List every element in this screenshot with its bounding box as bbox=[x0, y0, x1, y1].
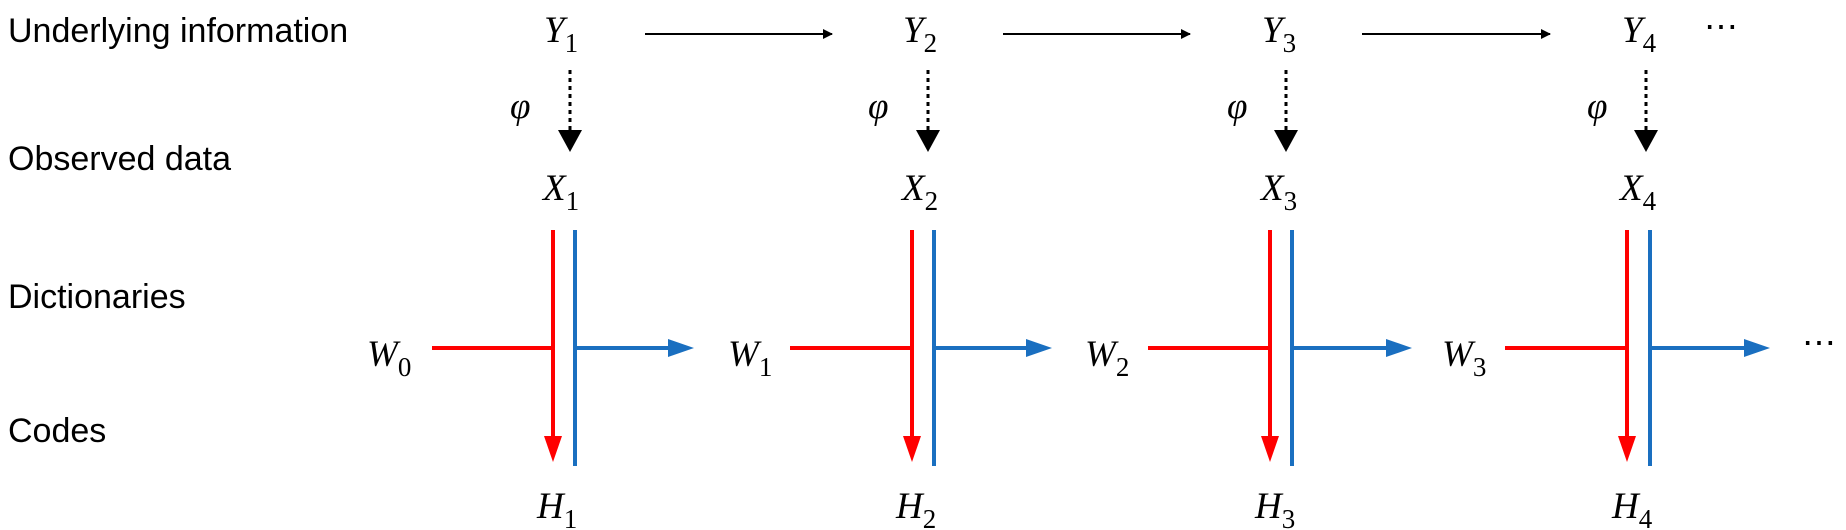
dotted-arrow-2 bbox=[916, 70, 940, 152]
update-block-3 bbox=[1148, 230, 1412, 466]
ellipsis-right: ⋯ bbox=[1802, 325, 1836, 362]
node-h4: H4 bbox=[1611, 486, 1653, 530]
row-label-observed: Observed data bbox=[8, 140, 231, 178]
blue-arrowhead-4 bbox=[1744, 339, 1770, 357]
dotted-arrow-1 bbox=[558, 70, 582, 152]
node-x3: X3 bbox=[1259, 168, 1297, 216]
row-label-dictionaries: Dictionaries bbox=[8, 278, 186, 316]
node-x1: X1 bbox=[541, 168, 579, 216]
phi-label-4: φ bbox=[1587, 86, 1607, 127]
node-y1: Y1 bbox=[544, 10, 578, 58]
node-h2: H2 bbox=[895, 486, 936, 530]
update-block-2 bbox=[790, 230, 1052, 466]
ellipsis-top: ⋯ bbox=[1704, 9, 1738, 46]
red-arrowhead-1 bbox=[544, 436, 562, 462]
node-h3: H3 bbox=[1254, 486, 1295, 530]
row-label-codes: Codes bbox=[8, 412, 106, 450]
node-y2: Y2 bbox=[903, 10, 937, 58]
node-w2: W2 bbox=[1085, 334, 1129, 382]
update-block-1 bbox=[432, 230, 694, 466]
node-w3: W3 bbox=[1442, 334, 1486, 382]
phi-label-2: φ bbox=[868, 86, 888, 127]
node-w0: W0 bbox=[367, 334, 411, 382]
phi-label-3: φ bbox=[1227, 86, 1247, 127]
update-block-4 bbox=[1505, 230, 1770, 466]
red-arrowhead-3 bbox=[1261, 436, 1279, 462]
row-label-underlying: Underlying information bbox=[8, 12, 348, 50]
dotted-arrow-4 bbox=[1634, 70, 1658, 152]
blue-arrowhead-3 bbox=[1386, 339, 1412, 357]
blue-arrowhead-1 bbox=[668, 339, 694, 357]
node-h1: H1 bbox=[536, 486, 577, 530]
phi-label-1: φ bbox=[510, 86, 530, 127]
blue-arrowhead-2 bbox=[1026, 339, 1052, 357]
node-y4: Y4 bbox=[1622, 10, 1657, 58]
red-arrowhead-4 bbox=[1618, 436, 1636, 462]
red-arrowhead-2 bbox=[903, 436, 921, 462]
node-w1: W1 bbox=[728, 334, 772, 382]
node-x4: X4 bbox=[1618, 168, 1657, 216]
node-y3: Y3 bbox=[1262, 10, 1296, 58]
node-x2: X2 bbox=[900, 168, 938, 216]
dotted-arrow-3 bbox=[1274, 70, 1298, 152]
